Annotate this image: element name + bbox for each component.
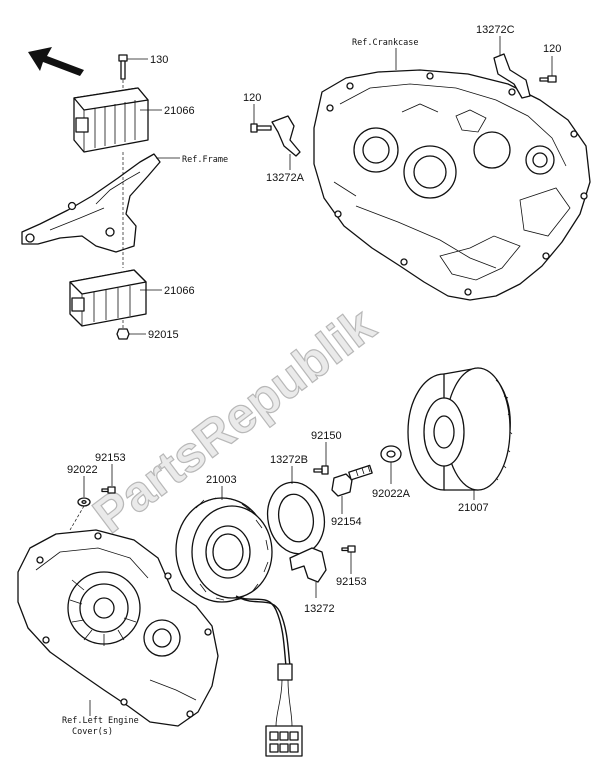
label-13272C: 13272C [476,24,515,36]
bolt-130[interactable] [118,54,128,80]
ref-crankcase: Ref.Crankcase [352,38,419,48]
label-130: 130 [150,54,168,66]
label-13272B: 13272B [270,454,308,466]
bolt-92153-right[interactable] [341,545,356,553]
bolt-120-left[interactable] [250,123,272,133]
ref-left-engine-cover-line1: Ref.Left Engine [62,716,139,726]
washer-92022A[interactable] [380,445,402,463]
nut-92015[interactable] [116,328,130,340]
rotor-21007[interactable] [407,367,513,491]
label-92022A: 92022A [372,488,411,500]
bolt-92153-top[interactable] [101,486,116,494]
crankcase[interactable] [313,69,591,301]
bolt-92154[interactable] [331,464,373,497]
bolt-120-right[interactable] [539,75,557,83]
bolt-92150[interactable] [313,465,329,475]
label-21066-bottom: 21066 [164,285,195,297]
label-21003: 21003 [206,474,237,486]
label-92150: 92150 [311,430,342,442]
label-92022: 92022 [67,464,98,476]
ref-frame: Ref.Frame [182,155,228,165]
regulator-rectifier-lower[interactable] [69,269,147,327]
wire-clamp-13272A[interactable] [271,115,301,157]
front-arrow-icon [28,47,84,76]
mounting-bracket[interactable] [21,153,161,253]
washer-92022[interactable] [77,497,91,507]
regulator-rectifier-upper[interactable] [73,87,149,153]
label-13272A: 13272A [266,172,305,184]
cover-plate-13272B[interactable] [261,477,331,559]
label-92154: 92154 [331,516,362,528]
label-92015: 92015 [148,329,179,341]
left-engine-cover[interactable] [17,529,219,727]
stator-21003[interactable] [175,497,273,603]
label-21007: 21007 [458,502,489,514]
label-13272: 13272 [304,603,335,615]
label-92153-right: 92153 [336,576,367,588]
label-120-left: 120 [243,92,261,104]
wire-clamp-13272C[interactable] [493,53,531,99]
stator-wiring-harness[interactable] [235,595,303,757]
label-120-right: 120 [543,43,561,55]
wire-clamp-13272[interactable] [289,547,327,583]
ref-left-engine-cover-line2: Cover(s) [72,727,113,737]
label-21066-top: 21066 [164,105,195,117]
label-92153-top: 92153 [95,452,126,464]
